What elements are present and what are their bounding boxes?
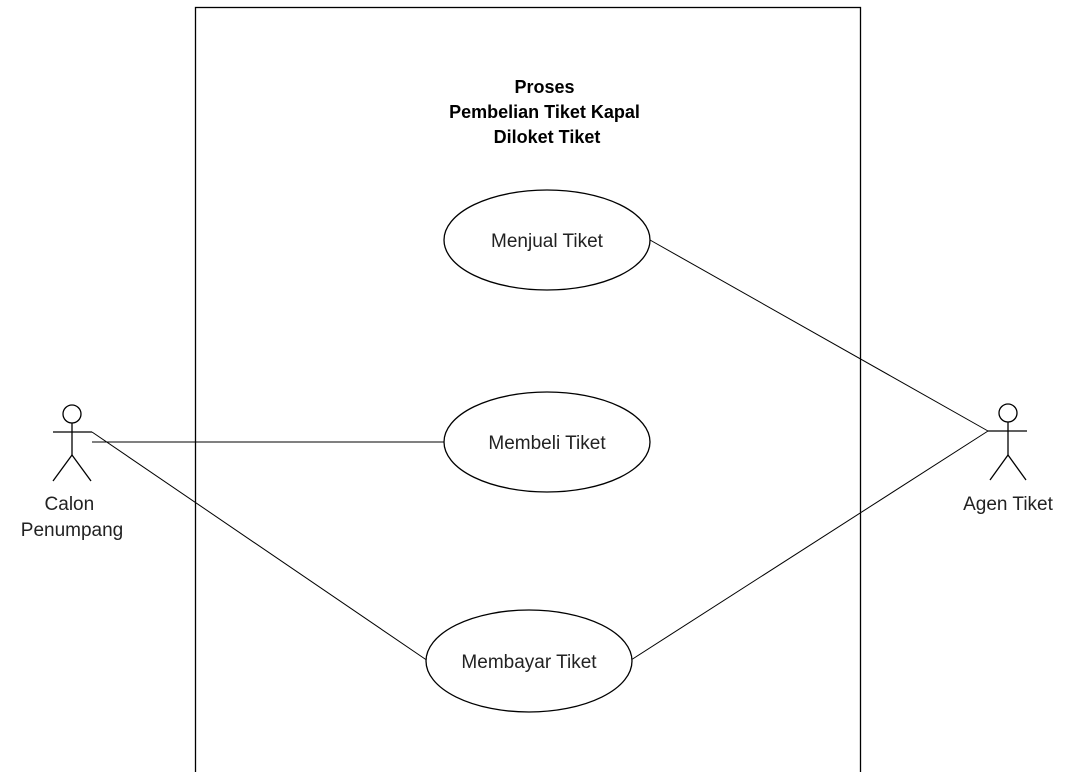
actor-agen-tiket-label: Agen Tiket: [963, 494, 1053, 515]
stick-figure-icon: [52, 404, 92, 482]
actor-calon-label-line-2: Penumpang: [21, 520, 123, 541]
system-boundary: [194, 6, 862, 772]
use-case-menjual-label: Menjual Tiket: [491, 231, 604, 252]
use-case-membeli-label: Membeli Tiket: [488, 433, 606, 454]
use-case-membayar-tiket: Membayar Tiket: [425, 609, 633, 713]
use-case-membayar-label: Membayar Tiket: [461, 652, 597, 673]
association-agen-membayar: [630, 430, 989, 661]
association-calon-membayar: [91, 431, 429, 662]
system-title-line-1: Proses: [514, 77, 574, 97]
stick-figure-icon: [988, 403, 1027, 481]
actor-calon-penumpang-label: Calon Penumpang: [21, 494, 123, 541]
actor-calon-penumpang: Calon Penumpang: [21, 404, 123, 541]
system-title-line-2: Pembelian Tiket Kapal: [449, 102, 640, 122]
actor-calon-label-line-1: Calon: [45, 494, 95, 515]
use-case-membeli-tiket: Membeli Tiket: [443, 391, 651, 493]
use-case-menjual-tiket: Menjual Tiket: [443, 189, 651, 291]
system-title: Proses Pembelian Tiket Kapal Diloket Tik…: [449, 77, 645, 147]
system-title-line-3: Diloket Tiket: [494, 127, 601, 147]
actor-agen-tiket: Agen Tiket: [963, 403, 1054, 515]
association-agen-menjual: [649, 239, 989, 432]
